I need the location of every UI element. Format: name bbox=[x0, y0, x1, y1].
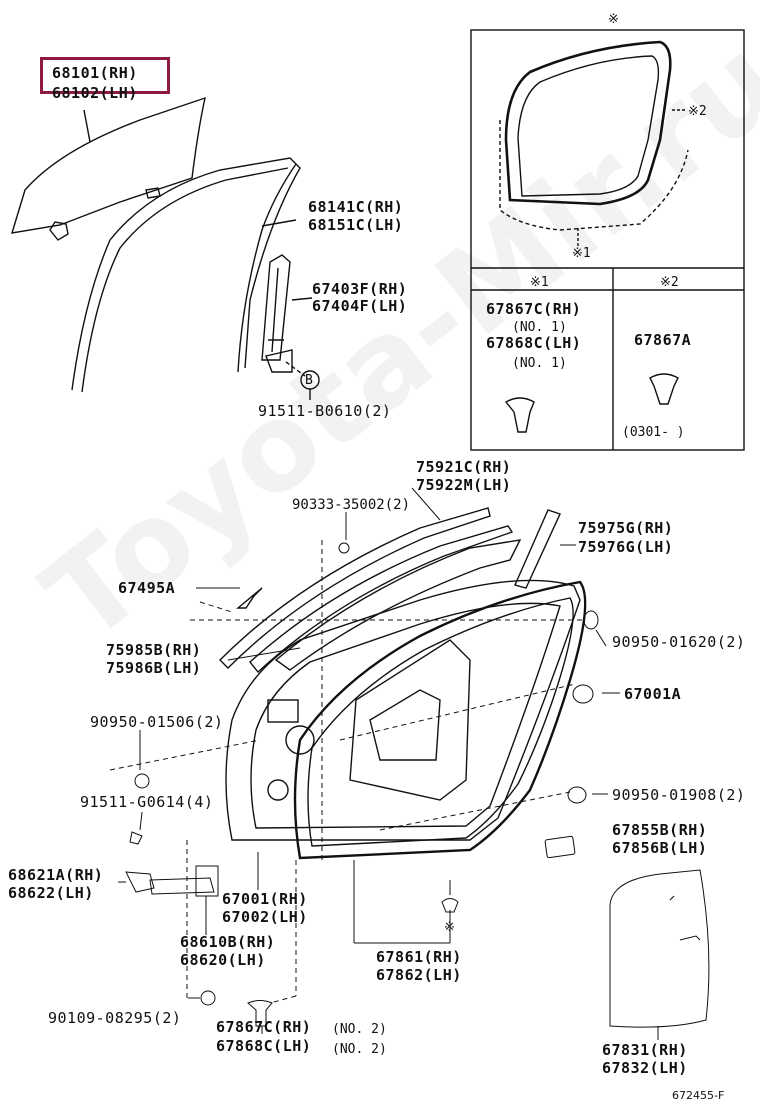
no2-b: (NO. 2) bbox=[332, 1042, 387, 1057]
dashed-reference-lines bbox=[109, 540, 585, 1004]
label-67868c-lh-no2[interactable]: 67868C(LH) bbox=[216, 1037, 312, 1055]
label-68610b-rh[interactable]: 68610B(RH) bbox=[180, 933, 276, 951]
label-67831-rh[interactable]: 67831(RH) bbox=[602, 1041, 688, 1059]
label-90950-01506[interactable]: 90950-01506(2) bbox=[90, 713, 224, 731]
weatherstrip-drawing bbox=[293, 580, 587, 860]
label-67862-lh[interactable]: 67862(LH) bbox=[376, 966, 462, 984]
label-67867c-rh-no2[interactable]: 67867C(RH) bbox=[216, 1018, 312, 1036]
label-67861-rh[interactable]: 67861(RH) bbox=[376, 948, 462, 966]
inset-no1-b: (NO. 1) bbox=[512, 356, 567, 371]
inset-box-drawing bbox=[470, 29, 745, 451]
label-68621a-rh[interactable]: 68621A(RH) bbox=[8, 866, 104, 884]
label-68151c-lh[interactable]: 68151C(LH) bbox=[308, 216, 404, 234]
label-75975g-rh[interactable]: 75975G(RH) bbox=[578, 519, 674, 537]
door-glass-drawing bbox=[11, 96, 206, 241]
label-67002-lh[interactable]: 67002(LH) bbox=[222, 908, 308, 926]
belt-moulding-drawing bbox=[219, 507, 561, 674]
label-75986b-lh[interactable]: 75986B(LH) bbox=[106, 659, 202, 677]
label-90333-35002[interactable]: 90333-35002(2) bbox=[292, 497, 411, 513]
label-90950-01908[interactable]: 90950-01908(2) bbox=[612, 786, 746, 804]
highlight-box bbox=[40, 57, 170, 94]
glass-run-drawing bbox=[71, 157, 301, 393]
label-91511-b0610[interactable]: 91511-B0610(2) bbox=[258, 402, 392, 420]
inset-date: (0301- ) bbox=[622, 425, 685, 440]
label-75921c-rh[interactable]: 75921C(RH) bbox=[416, 458, 512, 476]
door-panel-drawing bbox=[225, 579, 581, 841]
diagram-number: 672455-F bbox=[672, 1089, 725, 1102]
label-75976g-lh[interactable]: 75976G(LH) bbox=[578, 538, 674, 556]
label-75922m-lh[interactable]: 75922M(LH) bbox=[416, 476, 512, 494]
label-68620-lh[interactable]: 68620(LH) bbox=[180, 951, 266, 969]
label-67856b-lh[interactable]: 67856B(LH) bbox=[612, 839, 708, 857]
inset-mark-1: ※1 bbox=[572, 246, 591, 261]
inset-col1-header: ※1 bbox=[530, 275, 549, 290]
leader-lines bbox=[118, 487, 710, 1040]
inset-top-mark: ※ bbox=[608, 12, 619, 27]
label-68102-lh[interactable]: 68102(LH) bbox=[52, 84, 138, 102]
label-67832-lh[interactable]: 67832(LH) bbox=[602, 1059, 688, 1077]
label-67868c-lh-no1[interactable]: 67868C(LH) bbox=[486, 334, 582, 352]
inset-col2-header: ※2 bbox=[660, 275, 679, 290]
asterisk-bottom: ※ bbox=[444, 920, 455, 935]
label-67867c-rh-no1[interactable]: 67867C(RH) bbox=[486, 300, 582, 318]
label-67495a[interactable]: 67495A bbox=[118, 579, 176, 597]
label-90109-08295[interactable]: 90109-08295(2) bbox=[48, 1009, 182, 1027]
label-67403f-rh[interactable]: 67403F(RH) bbox=[312, 280, 408, 298]
label-67867a[interactable]: 67867A bbox=[634, 331, 692, 349]
b-marker-letter: B bbox=[305, 373, 313, 388]
label-68622-lh[interactable]: 68622(LH) bbox=[8, 884, 94, 902]
channel-drawing bbox=[261, 254, 313, 377]
label-67404f-lh[interactable]: 67404F(LH) bbox=[312, 297, 408, 315]
inset-mark-2: ※2 bbox=[688, 104, 707, 119]
no2-a: (NO. 2) bbox=[332, 1022, 387, 1037]
label-68101-rh[interactable]: 68101(RH) bbox=[52, 64, 138, 82]
label-90950-01620[interactable]: 90950-01620(2) bbox=[612, 633, 746, 651]
label-67001-rh[interactable]: 67001(RH) bbox=[222, 890, 308, 908]
label-67855b-rh[interactable]: 67855B(RH) bbox=[612, 821, 708, 839]
inset-no1-a: (NO. 1) bbox=[512, 320, 567, 335]
label-91511-g0614[interactable]: 91511-G0614(4) bbox=[80, 793, 214, 811]
label-67001a[interactable]: 67001A bbox=[624, 685, 682, 703]
label-68141c-rh[interactable]: 68141C(RH) bbox=[308, 198, 404, 216]
label-75985b-rh[interactable]: 75985B(RH) bbox=[106, 641, 202, 659]
